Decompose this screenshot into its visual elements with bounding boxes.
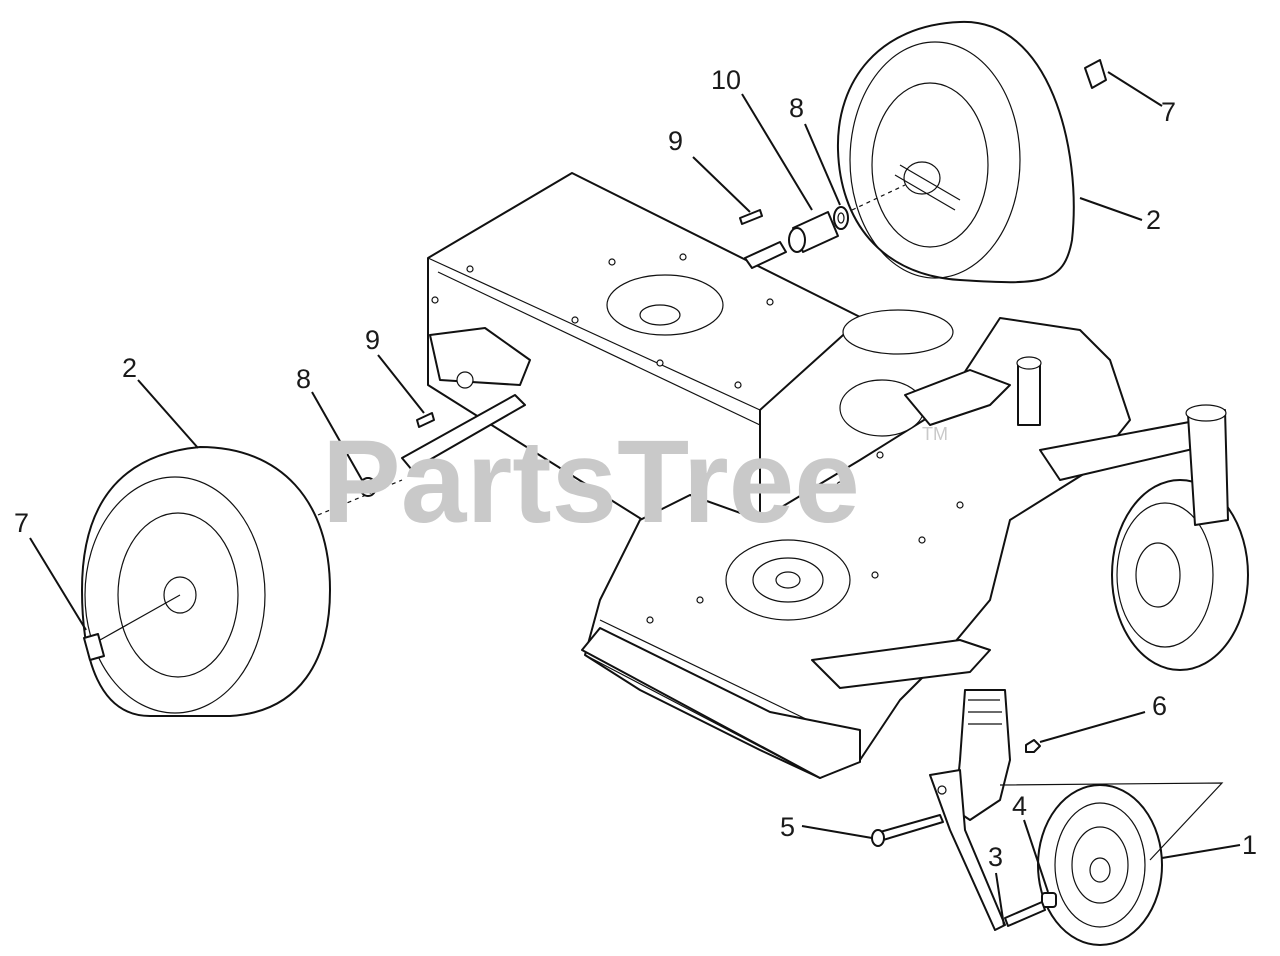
callout-label-2-lower: 2 xyxy=(122,353,137,383)
cap-part-7-upper xyxy=(1084,59,1107,89)
callout-label-1: 1 xyxy=(1242,830,1257,860)
washer-part-8-lower xyxy=(359,477,377,497)
callout-label-2-upper: 2 xyxy=(1146,205,1161,235)
pin-part-9-upper xyxy=(739,209,763,225)
bolt-part-5 xyxy=(871,814,944,847)
mower-frame xyxy=(401,172,1211,779)
front-caster-wheel xyxy=(1037,784,1163,946)
callout-label-7-lower: 7 xyxy=(14,508,29,538)
trademark-symbol: TM xyxy=(922,424,948,444)
callout-label-3: 3 xyxy=(988,842,1003,872)
washer-part-8-upper xyxy=(833,206,849,230)
callout-label-5: 5 xyxy=(780,812,795,842)
callout-label-8-upper: 8 xyxy=(789,93,804,123)
pin-part-9-lower xyxy=(416,412,435,428)
leader-lines xyxy=(29,71,1241,927)
callout-label-7-upper: 7 xyxy=(1161,97,1176,127)
callout-label-9-upper: 9 xyxy=(668,126,683,156)
callout-label-6: 6 xyxy=(1152,691,1167,721)
spacer-part-10 xyxy=(788,211,839,253)
front-caster-wheel-mounted xyxy=(1111,404,1249,671)
axle-bolt-part-3 xyxy=(1004,901,1046,927)
cap-part-7-lower xyxy=(83,633,105,661)
partstree-watermark: PartsTree xyxy=(322,416,860,548)
bushing-part-4 xyxy=(1041,892,1057,908)
caster-fork-assembly xyxy=(929,689,1011,931)
nut-part-6 xyxy=(1025,739,1041,753)
callout-label-10: 10 xyxy=(711,65,741,95)
callout-label-9-lower: 9 xyxy=(365,325,380,355)
rear-drive-wheel-left xyxy=(81,446,331,717)
rear-drive-wheel-right xyxy=(836,20,1075,284)
callout-label-4: 4 xyxy=(1012,791,1027,821)
callout-label-8-lower: 8 xyxy=(296,364,311,394)
alignment-lines xyxy=(317,184,1224,861)
